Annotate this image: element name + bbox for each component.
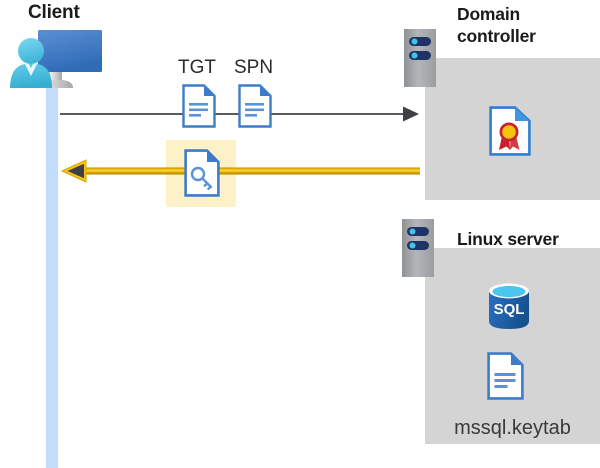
domain-controller-title: Domain controller (457, 3, 597, 47)
tgt-document-icon (182, 84, 216, 128)
spn-document-icon (238, 84, 272, 128)
linux-server-title: Linux server (457, 229, 559, 249)
response-arrow (60, 158, 420, 184)
linux-server-panel (425, 248, 600, 444)
domain-controller-title-line1: Domain (457, 4, 520, 24)
domain-controller-server-icon (404, 29, 436, 87)
client-icon (8, 24, 104, 96)
domain-controller-title-line2: controller (457, 26, 536, 46)
linux-server-icon (402, 219, 434, 277)
client-title: Client (28, 2, 80, 23)
svg-text:SQL: SQL (494, 301, 525, 318)
sql-database-icon: SQL (486, 282, 532, 330)
spn-label: SPN (234, 57, 274, 78)
keytab-document-icon (487, 352, 524, 400)
request-arrow (60, 104, 420, 124)
tgt-label: TGT (178, 57, 216, 78)
client-lifeline (46, 66, 58, 468)
ticket-document-with-key-icon (184, 149, 220, 197)
certificate-icon (489, 106, 531, 156)
keytab-filename-label: mssql.keytab (454, 417, 571, 439)
